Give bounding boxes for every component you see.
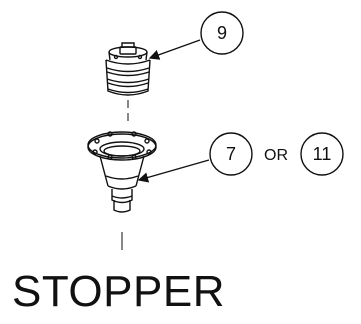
- callout-joiner-or: OR: [264, 147, 288, 164]
- callout-number-11: 11: [313, 144, 332, 164]
- callout-balloon-11: 11: [300, 132, 344, 176]
- leader-arrow-7: [137, 159, 210, 183]
- callout-number-9: 9: [217, 23, 227, 43]
- callout-number-7: 7: [226, 144, 236, 164]
- callout-balloon-7: 7: [209, 132, 253, 176]
- leader-arrow-9: [148, 39, 201, 60]
- stopper-cap-part: [105, 42, 151, 96]
- leader-lines: [137, 39, 210, 183]
- diagram-title: STOPPER: [12, 267, 225, 316]
- center-axis: [121, 100, 129, 250]
- callout-balloon-9: 9: [200, 11, 244, 55]
- flanged-housing-part: [87, 131, 157, 213]
